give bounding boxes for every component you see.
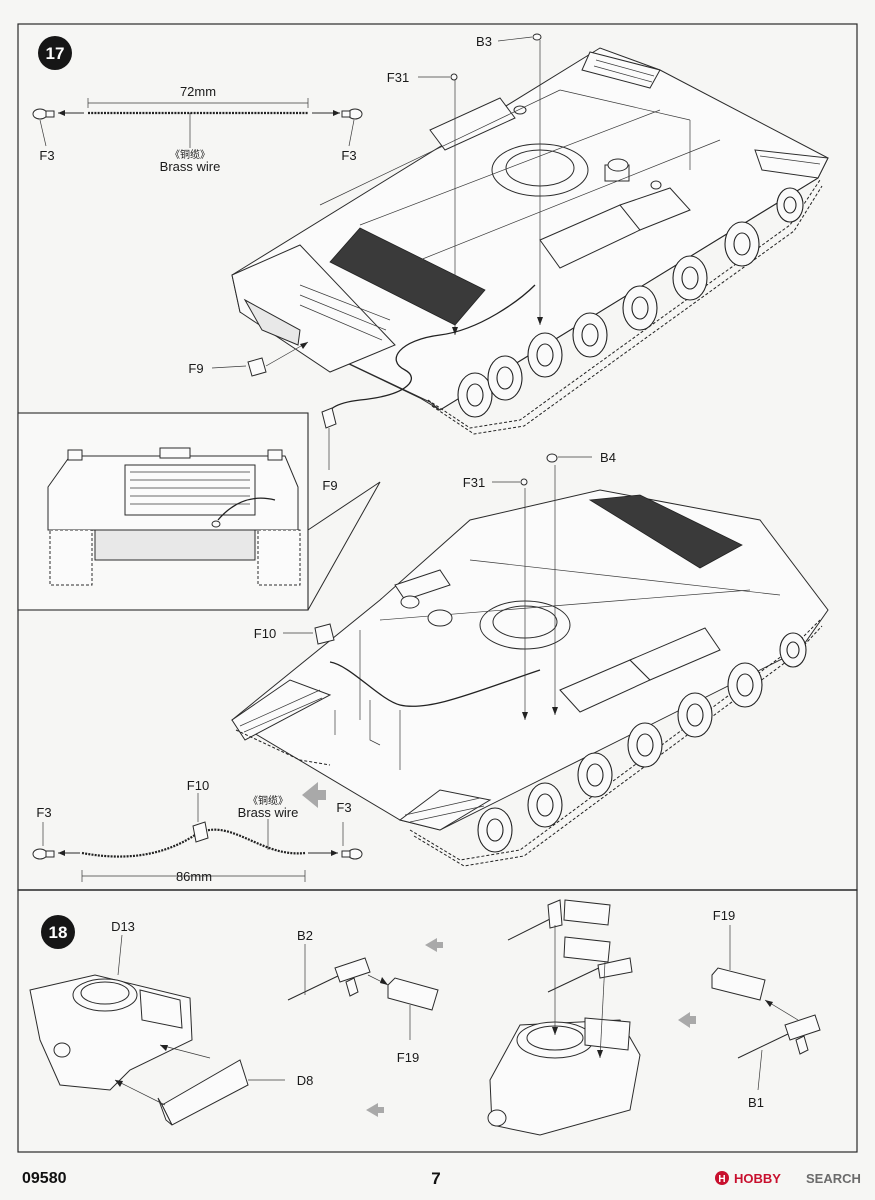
- wire-top-cn: 《铜缆》: [170, 148, 210, 161]
- label-d13: D13: [111, 919, 135, 934]
- ammo-box-f19: F19: [367, 974, 439, 1065]
- tank-running-gear-lower: [235, 619, 823, 867]
- label-f9-lower: F9: [322, 478, 337, 493]
- label-b2: B2: [297, 928, 313, 943]
- tank-rear-elevation: [47, 447, 301, 586]
- step17-lower-callouts: B4 F31 F10: [254, 450, 616, 808]
- machine-gun-b1: B1: [737, 999, 821, 1110]
- kit-number: 09580: [22, 1170, 67, 1187]
- label-b4: B4: [600, 450, 616, 465]
- wire-bottom-en: Brass wire: [238, 805, 299, 820]
- turret-shell-d13: D13: [29, 919, 193, 1091]
- label-d8: D8: [297, 1073, 314, 1088]
- wire-top-end-left: F3: [39, 148, 54, 163]
- svg-text:H: H: [718, 1174, 725, 1185]
- flow-arrow-icon-4: [678, 1012, 696, 1028]
- eyelet-f3-bottom-left-icon: [32, 848, 55, 860]
- engine-grille-lower: [588, 494, 743, 569]
- step17-badge: 17: [38, 36, 72, 70]
- wire-bottom-clip: F10: [187, 778, 209, 793]
- brand-sub: SEARCH: [806, 1171, 861, 1186]
- page-number: 7: [431, 1169, 440, 1188]
- flow-arrow-icon: [302, 782, 326, 808]
- label-f19-right: F19: [713, 908, 735, 923]
- inset-callout-line: [307, 481, 381, 611]
- brass-wire-72mm-diagram: 72mm F3 F3 《铜缆》 Brass wire: [32, 84, 363, 174]
- eyelet-f3-right-icon: [341, 108, 363, 120]
- wire-bottom-end-left: F3: [36, 805, 51, 820]
- turret-assembled: [487, 899, 641, 1136]
- tank-hull-rear-view: [231, 47, 829, 411]
- clip-f9-top-icon: [247, 357, 267, 377]
- tank-running-gear-top: [243, 179, 823, 435]
- label-f31-top: F31: [387, 70, 409, 85]
- machine-gun-b2: B2: [287, 928, 371, 1001]
- clip-f10-lower-icon: [314, 623, 335, 645]
- turret-plate-d8: D8: [114, 1044, 314, 1126]
- engine-grille-top: [329, 227, 486, 326]
- step18-number: 18: [49, 923, 68, 942]
- wire-top-end-right: F3: [341, 148, 356, 163]
- step17-top-callouts: B3 F31 F9 F9: [188, 33, 543, 493]
- watermark-logo: H HOBBY SEARCH: [715, 1171, 861, 1186]
- brass-wire-bottom: [81, 828, 306, 858]
- wire-bottom-cn: 《铜缆》: [248, 794, 288, 807]
- label-f19-left: F19: [397, 1050, 419, 1065]
- wire-bottom-length: 86mm: [176, 869, 212, 884]
- ammo-box-f19-right: F19: [711, 908, 766, 1001]
- clip-f9-lower-icon: [321, 407, 337, 429]
- step18-frame: [17, 889, 858, 1153]
- flow-arrow-icon-3: [366, 1103, 384, 1117]
- label-b1: B1: [748, 1095, 764, 1110]
- wire-top-length: 72mm: [180, 84, 216, 99]
- flow-arrow-icon-2: [425, 938, 443, 952]
- eyelet-f3-left-icon: [32, 108, 55, 120]
- brass-wire-86mm-diagram: F3 F3 F10 《铜缆》 Brass wire 86mm: [32, 778, 363, 884]
- clip-f10-wire-icon: [192, 821, 209, 843]
- wire-bottom-end-right: F3: [336, 800, 351, 815]
- label-f10-lower: F10: [254, 626, 276, 641]
- label-f31-lower: F31: [463, 475, 485, 490]
- tank-hull-front-view: [231, 489, 829, 831]
- eyelet-f3-bottom-right-icon: [341, 848, 363, 860]
- label-f9-top: F9: [188, 361, 203, 376]
- wire-top-en: Brass wire: [160, 159, 221, 174]
- step17-number: 17: [46, 44, 65, 63]
- step18-badge: 18: [41, 915, 75, 949]
- brand-main: HOBBY: [734, 1171, 781, 1186]
- label-b3: B3: [476, 34, 492, 49]
